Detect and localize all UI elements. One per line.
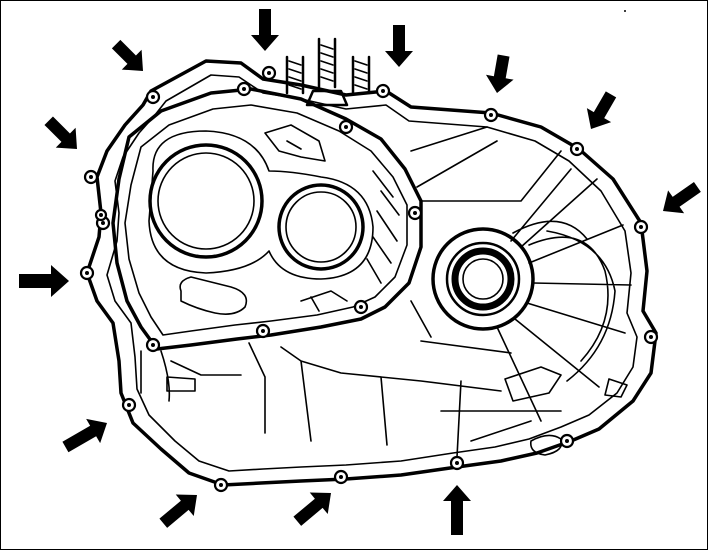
radial-ribs	[410, 126, 632, 422]
lower-case-ribs	[140, 300, 628, 458]
gear-cover-inner-rim	[124, 104, 408, 336]
arrow-left-middle	[19, 265, 69, 297]
print-speck	[624, 10, 626, 12]
arrow-bottom-1	[159, 494, 197, 528]
gear-cover-plate	[111, 87, 423, 351]
large-bearing-bore-rim	[157, 152, 255, 250]
shift-shafts	[285, 37, 371, 107]
bolt-heads	[79, 65, 659, 493]
arrow-top-right-2	[586, 91, 617, 129]
cover-ribs	[179, 124, 400, 315]
output-seal-boss	[431, 227, 535, 331]
housing-inner-rim	[106, 74, 638, 472]
arrows	[19, 9, 701, 535]
arrow-right	[663, 181, 701, 214]
arrow-top-center-left	[251, 9, 279, 51]
arrow-left-upper	[44, 116, 77, 149]
small-bearing-bore-rim	[285, 191, 357, 263]
arrow-top-right-1	[485, 54, 514, 93]
arrow-bottom-left	[62, 418, 107, 453]
bore-web	[148, 130, 374, 280]
arrow-bottom-3	[443, 485, 471, 535]
output-seal-outer	[445, 241, 521, 317]
arrow-top-left	[111, 39, 143, 71]
arrow-bottom-2	[293, 492, 331, 526]
small-bearing-bore	[277, 183, 365, 271]
arrow-top-center-right	[385, 25, 413, 67]
output-seal-ring	[451, 247, 515, 311]
large-bearing-bore	[148, 143, 264, 259]
output-seal-inner	[462, 258, 504, 300]
